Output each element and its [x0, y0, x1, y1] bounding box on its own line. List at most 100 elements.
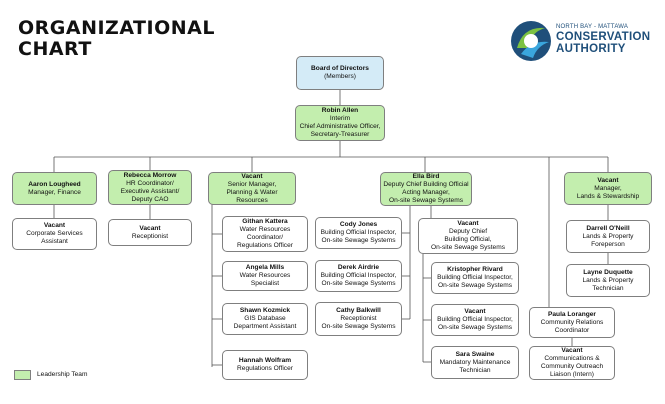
box-role: Deputy CAO [131, 195, 169, 203]
box-role: Executive Assistant/ [120, 187, 180, 195]
box-role: Community Relations [540, 318, 604, 326]
inspector-jones-box: Cody Jones Building Official Inspector, … [315, 217, 402, 249]
box-role: Corporate Services [26, 230, 83, 237]
gis-assistant-box: Shawn Kozmick GIS Database Department As… [222, 303, 308, 335]
logo-name: CONSERVATION AUTHORITY [556, 31, 651, 55]
box-role: On-site Sewage Systems [437, 282, 513, 289]
logo-subtitle: NORTH BAY - MATTAWA [556, 24, 629, 30]
box-role: Lands & Stewardship [576, 192, 640, 200]
box-role: Secretary-Treasurer [310, 131, 370, 138]
box-role: Acting Manager, [402, 189, 450, 196]
box-role: Building Official, [444, 236, 492, 243]
community-liaison-box: Vacant Communications & Community Outrea… [529, 346, 615, 380]
inspector-vacant-box: Vacant Building Official Inspector, On-s… [431, 304, 519, 336]
authority-logo: NORTH BAY - MATTAWA CONSERVATION AUTHORI… [509, 18, 659, 66]
box-name: Vacant [43, 222, 66, 229]
hr-coordinator-box: Rebecca Morrow HR Coordinator/ Executive… [108, 170, 192, 205]
box-role: Lands & Property [582, 232, 634, 240]
box-role: Technician [459, 366, 491, 374]
box-role: Regulations Officer [237, 365, 293, 372]
box-name: Darrell O'Neill [586, 224, 630, 232]
box-name: Vacant [597, 176, 619, 184]
box-name: Layne Duquette [583, 268, 633, 276]
lands-manager-box: Vacant Manager, Lands & Stewardship [564, 172, 652, 205]
box-role: Building Official Inspector, [437, 316, 513, 323]
water-specialist-box: Angela Mills Water Resources Specialist [222, 261, 308, 291]
box-role: On-site Sewage Systems [437, 324, 513, 331]
receptionist-box: Vacant Receptionist [108, 219, 192, 246]
box-name: Rebecca Morrow [123, 171, 177, 179]
box-role: Manager, [594, 184, 622, 192]
box-role: Chief Administrative Officer, [299, 123, 381, 130]
box-role: Deputy Chief Building Official [383, 181, 469, 188]
box-role: Planning & Water Resources [226, 188, 278, 204]
box-role: Coordinator/ [246, 234, 284, 241]
box-name: Shawn Kozmick [239, 307, 291, 314]
box-role: Receptionist [340, 315, 377, 322]
box-role: Specialist [250, 280, 280, 287]
box-name: Vacant [139, 224, 161, 232]
box-name: Githan Kattera [242, 218, 288, 225]
finance-manager-box: Aaron Lougheed Manager, Finance [12, 172, 97, 205]
regulations-officer-box: Hannah Wolfram Regulations Officer [222, 350, 308, 380]
box-name: Vacant [464, 308, 486, 315]
box-name: Cody Jones [339, 221, 378, 228]
box-role: Mandatory Maintenance [439, 358, 511, 366]
box-role: Deputy Chief [448, 228, 488, 235]
box-role: Assistant [41, 238, 68, 245]
box-name: Cathy Balkwill [336, 307, 381, 314]
lands-technician-box: Layne Duquette Lands & Property Technici… [566, 264, 650, 297]
box-role: Senior Manager, [227, 180, 277, 188]
box-name: Derek Airdrie [337, 264, 380, 271]
box-name: Vacant [241, 172, 263, 180]
box-role: Coordinator [554, 326, 590, 334]
maintenance-technician-box: Sara Swaine Mandatory Maintenance Techni… [431, 346, 519, 379]
page-title: ORGANIZATIONAL CHART [18, 17, 215, 60]
box-role: Building Official Inspector, [437, 274, 513, 281]
box-name: Kristopher Rivard [447, 266, 503, 273]
box-role: Liaison (Intern) [550, 371, 594, 378]
box-role: Department Assistant [233, 323, 297, 330]
box-role: GIS Database [244, 315, 286, 322]
box-role: On-site Sewage Systems [321, 280, 396, 287]
corporate-services-assistant-box: Vacant Corporate Services Assistant [12, 218, 97, 250]
box-role: Receptionist [131, 232, 169, 240]
legend-label: Leadership Team [37, 371, 88, 378]
box-name: Vacant [457, 220, 479, 227]
box-name: Aaron Lougheed [28, 180, 81, 188]
box-role: Communications & [544, 355, 600, 362]
inspector-airdrie-box: Derek Airdrie Building Official Inspecto… [315, 260, 402, 292]
box-role: Water Resources [239, 226, 291, 233]
box-name: Vacant [561, 347, 583, 354]
ossa-receptionist-box: Cathy Balkwill Receptionist On-site Sewa… [315, 302, 402, 336]
box-role: On-site Sewage Systems [321, 237, 396, 244]
box-role: Building Official Inspector, [320, 272, 397, 279]
box-role: Manager, Finance [28, 188, 81, 196]
box-name: Paula Loranger [547, 310, 596, 318]
cao-box: Robin Allen Interim Chief Administrative… [295, 105, 385, 141]
box-role: Community Outreach [540, 363, 604, 370]
inspector-rivard-box: Kristopher Rivard Building Official Insp… [431, 262, 519, 294]
community-relations-box: Paula Loranger Community Relations Coord… [529, 307, 615, 338]
box-role: On-site Sewage Systems [321, 323, 396, 330]
box-name: Board of Directors [311, 65, 369, 72]
box-role: On-site Sewage Systems [388, 197, 464, 204]
box-role: (Members) [324, 73, 356, 80]
box-role: Water Resources [239, 272, 291, 279]
box-role: On-site Sewage Systems [430, 244, 506, 251]
box-role: Lands & Property [582, 276, 634, 284]
ossa-manager-box: Ella Bird Deputy Chief Building Official… [380, 172, 472, 206]
water-resources-manager-box: Vacant Senior Manager, Planning & Water … [208, 172, 296, 205]
box-name: Sara Swaine [455, 350, 495, 358]
box-name: Robin Allen [321, 107, 359, 114]
legend-swatch [14, 370, 31, 380]
lands-foreperson-box: Darrell O'Neill Lands & Property Foreper… [566, 220, 650, 253]
box-name: Ella Bird [412, 173, 440, 180]
box-role: Technician [592, 284, 624, 292]
logo-swirl-icon [511, 21, 551, 61]
box-role: Foreperson [591, 240, 625, 248]
board-of-directors-box: Board of Directors (Members) [296, 56, 384, 90]
water-coordinator-box: Githan Kattera Water Resources Coordinat… [222, 216, 308, 252]
deputy-cbo-box: Vacant Deputy Chief Building Official, O… [418, 218, 518, 254]
